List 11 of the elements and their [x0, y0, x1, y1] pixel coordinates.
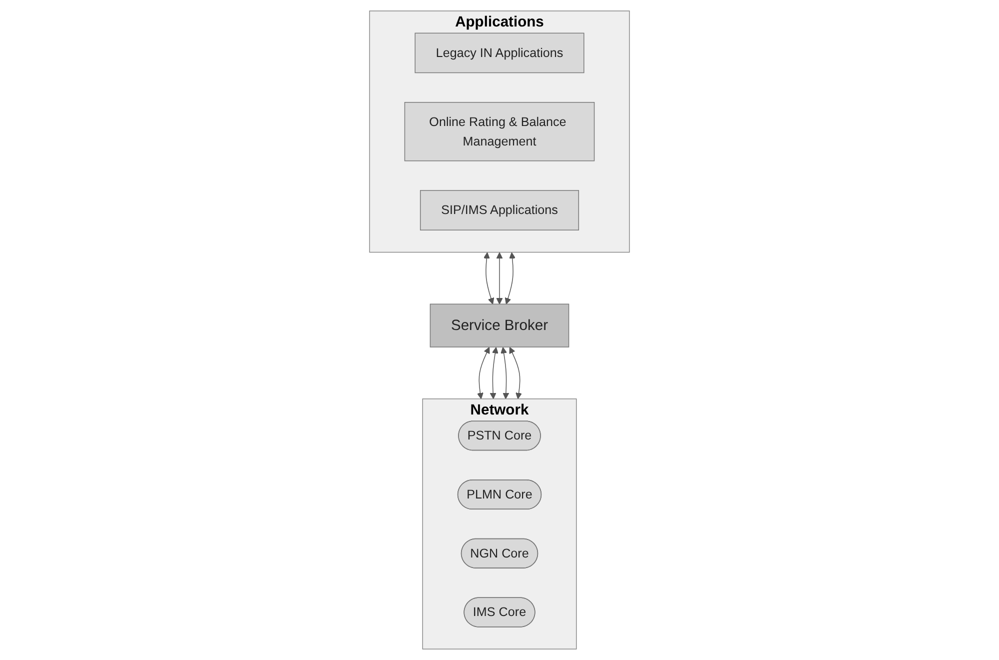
arrow	[504, 252, 516, 304]
arrow	[500, 347, 510, 400]
node-box: Online Rating & Balance Management	[404, 102, 595, 162]
node-box: Service Broker	[430, 304, 570, 348]
node-box: SIP/IMS Applications	[420, 190, 580, 230]
arrow	[496, 252, 503, 304]
arrow	[490, 347, 498, 400]
arrow	[509, 347, 522, 400]
arrow	[483, 252, 494, 304]
arrow	[477, 347, 490, 400]
node-box: Legacy IN Applications	[414, 32, 584, 74]
